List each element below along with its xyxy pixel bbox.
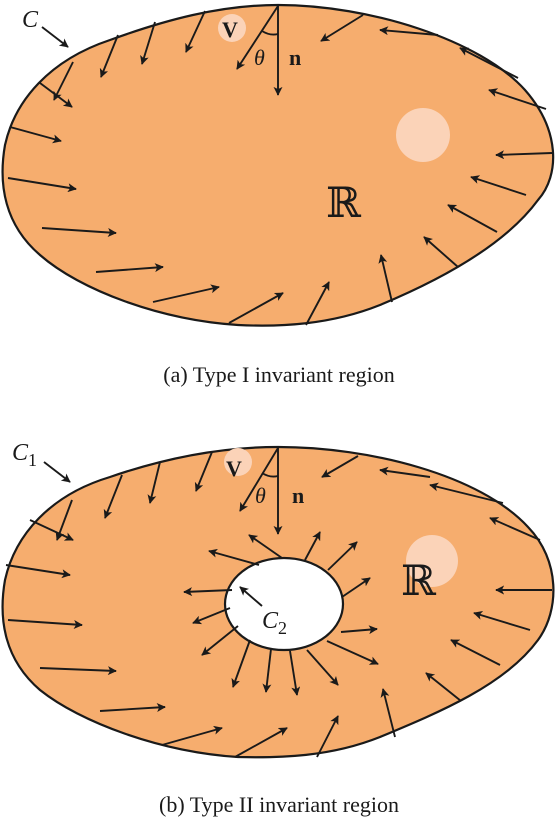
panel-b: C1 C2 V θ n ℝ (b) Type II invariant regi…: [1, 440, 555, 817]
field-arrow: [192, 607, 231, 625]
angle-label-theta: θ: [254, 45, 265, 70]
field-arrow: [99, 34, 119, 78]
field-arrow: [194, 451, 213, 492]
field-arrow: [341, 577, 371, 598]
vector-field-arrows-b-outer: [5, 447, 552, 758]
inner-curve-pointer-arrow: [239, 586, 263, 607]
field-arrow: [248, 534, 283, 559]
field-arrow: [488, 88, 547, 110]
highlight-spot: [396, 108, 450, 162]
region-b-inner-hole: [223, 556, 345, 652]
field-arrow: [152, 284, 220, 303]
field-arrow: [489, 517, 541, 541]
field-arrow: [39, 666, 117, 676]
field-arrow: [262, 648, 272, 693]
field-arrow: [327, 541, 358, 571]
field-arrow: [140, 21, 156, 65]
field-arrow: [305, 281, 330, 326]
field-arrow: [470, 175, 527, 196]
field-arrow: [95, 263, 164, 273]
curve-label-C: C: [22, 7, 39, 33]
angle-arc: [261, 472, 279, 478]
inner-curve-label-C2: C2: [262, 608, 287, 638]
region-label-R: ℝ: [326, 178, 362, 227]
field-arrow: [234, 727, 288, 758]
field-arrow: [304, 531, 321, 561]
field-arrow: [495, 150, 553, 160]
field-arrow: [459, 47, 519, 79]
field-arrow: [425, 672, 462, 702]
field-arrow: [161, 725, 223, 746]
panel-a: C V θ n ℝ (a) Type I invariant region: [1, 3, 555, 387]
field-arrow: [7, 177, 77, 193]
field-arrow: [7, 619, 83, 629]
field-arrow: [9, 126, 62, 144]
field-arrow: [103, 474, 123, 519]
field-arrow: [208, 548, 260, 566]
outer-curve-label-C1: C1: [12, 440, 37, 470]
velocity-arrow-V: [239, 447, 279, 512]
field-arrow: [228, 292, 284, 324]
normal-label-n: n: [289, 45, 301, 70]
field-arrow: [147, 461, 161, 504]
field-arrow: [321, 455, 359, 478]
field-arrow: [99, 703, 166, 712]
field-arrow: [447, 204, 498, 233]
field-arrow: [326, 640, 379, 665]
highlight-spot: [224, 448, 252, 476]
outer-curve-pointer-arrow: [43, 461, 71, 483]
vector-label-V: V: [222, 17, 238, 42]
normal-label-n: n: [292, 483, 304, 508]
curve-pointer-arrow: [41, 26, 69, 48]
angle-label-theta: θ: [255, 483, 266, 508]
field-arrow: [183, 587, 233, 597]
caption-a: (a) Type I invariant region: [163, 362, 394, 387]
highlight-spot: [218, 14, 246, 42]
region-label-R: ℝ: [401, 556, 437, 605]
field-arrow: [423, 236, 459, 268]
field-arrow: [378, 254, 393, 303]
vector-field-arrows-b-inner: [183, 531, 379, 696]
vector-field-arrows-a: [7, 5, 553, 326]
field-arrow: [340, 625, 378, 635]
field-arrow: [306, 649, 339, 686]
field-arrow: [289, 650, 301, 696]
angle-arc: [261, 30, 279, 36]
field-arrow: [320, 14, 364, 42]
region-a-boundary: [1, 3, 555, 327]
field-arrow: [5, 564, 71, 579]
field-arrow: [380, 688, 396, 738]
field-arrow: [379, 26, 439, 36]
caption-b: (b) Type II invariant region: [159, 792, 399, 817]
field-arrow: [185, 10, 206, 53]
field-arrow: [29, 519, 74, 541]
field-arrow: [429, 482, 504, 504]
field-arrow: [41, 227, 117, 237]
vector-label-V: V: [226, 456, 242, 481]
velocity-arrow-V: [236, 5, 279, 70]
field-arrow: [379, 466, 431, 478]
field-arrow: [316, 715, 339, 758]
field-arrow: [450, 639, 501, 666]
field-arrow: [53, 61, 74, 101]
field-arrow: [201, 625, 239, 656]
field-arrow: [473, 611, 531, 631]
field-arrow: [231, 639, 251, 688]
highlight-spot: [406, 535, 458, 587]
field-arrow: [39, 82, 73, 108]
